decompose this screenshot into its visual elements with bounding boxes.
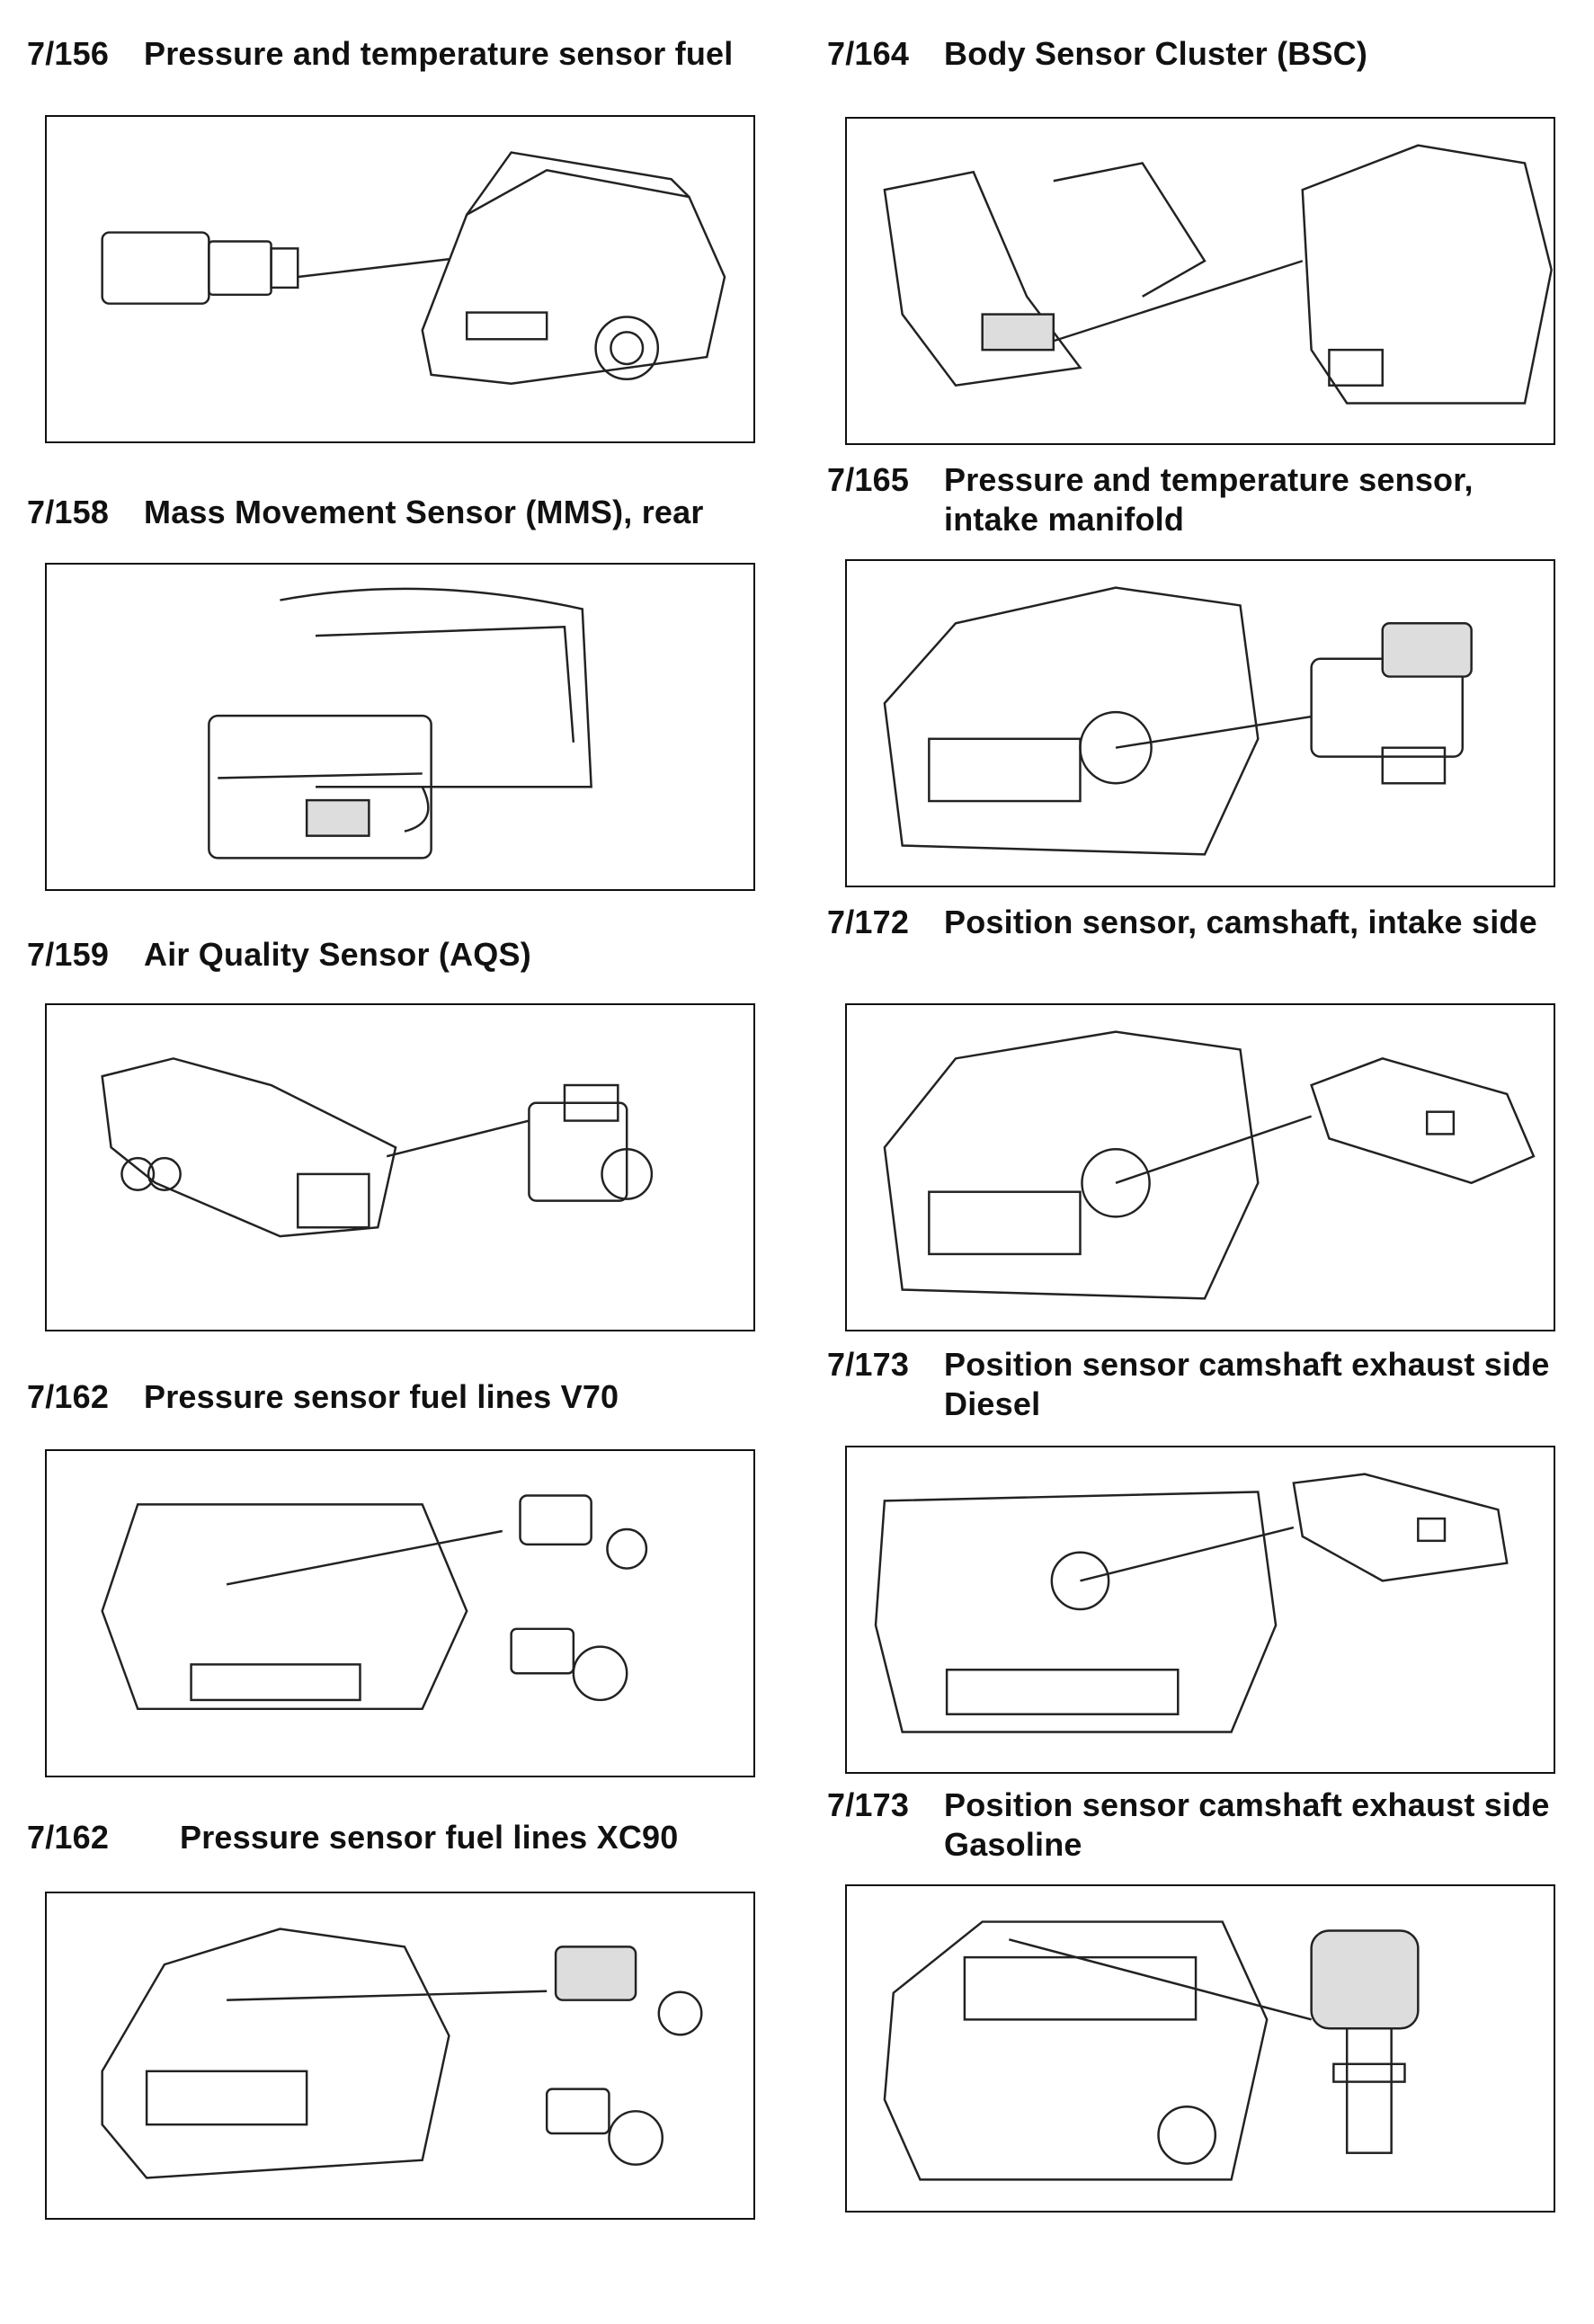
camshaft-intake-drawing: [883, 1030, 1536, 1300]
v70-drawing: [101, 1494, 648, 1711]
item-label: Position sensor camshaft exhaust side Ga…: [944, 1786, 1550, 1863]
illustration-air-quality-sensor: [45, 1003, 755, 1331]
item-code: 7/156: [27, 35, 110, 72]
illustration-fuel-line-sensor-v70: [45, 1449, 755, 1777]
xc90-drawing: [101, 1928, 703, 2179]
item-title: 7/164 Body Sensor Cluster (BSC): [827, 34, 1564, 74]
illustration-fuel-pressure-sensor: [45, 115, 755, 443]
fuel-sensor-drawing: [101, 151, 726, 385]
item-label: Mass Movement Sensor (MMS), rear: [144, 494, 704, 530]
item-code: 7/165: [827, 461, 910, 498]
item-title: 7/159 Air Quality Sensor (AQS): [27, 935, 764, 975]
item-title: 7/172 Position sensor, camshaft, intake …: [827, 903, 1564, 942]
item-code: 7/158: [27, 494, 110, 530]
item-label: Position sensor camshaft exhaust side Di…: [944, 1346, 1550, 1422]
item-code: 7/162: [27, 1378, 110, 1415]
item-title: 7/158 Mass Movement Sensor (MMS), rear: [27, 493, 764, 532]
illustration-camshaft-intake-sensor: [845, 1003, 1555, 1331]
gasoline-drawing: [883, 1920, 1420, 2181]
item-label: Pressure sensor fuel lines XC90: [180, 1819, 679, 1856]
item-label: Air Quality Sensor (AQS): [144, 936, 531, 973]
illustration-mass-movement-sensor: [45, 563, 755, 891]
diesel-drawing: [874, 1473, 1509, 1733]
item-title: 7/156 Pressure and temperature sensor fu…: [27, 34, 764, 74]
item-label: Pressure sensor fuel lines V70: [144, 1378, 619, 1415]
item-label: Body Sensor Cluster (BSC): [944, 35, 1368, 72]
item-code: 7/172: [827, 904, 910, 940]
item-code: 7/173: [827, 1786, 910, 1823]
item-code: 7/159: [27, 936, 110, 973]
item-code: 7/164: [827, 35, 910, 72]
bsc-drawing: [883, 144, 1553, 405]
illustration-intake-manifold-sensor: [845, 559, 1555, 887]
mms-drawing: [208, 587, 592, 859]
illustration-camshaft-exhaust-diesel: [845, 1446, 1555, 1774]
item-code: 7/173: [827, 1346, 910, 1383]
item-title: 7/173 Position sensor camshaft exhaust s…: [827, 1345, 1564, 1424]
aqs-drawing: [101, 1057, 654, 1238]
illustration-body-sensor-cluster: [845, 117, 1555, 445]
intake-manifold-drawing: [883, 586, 1473, 856]
item-title: 7/162 Pressure sensor fuel lines XC90: [27, 1818, 764, 1857]
item-title: 7/173 Position sensor camshaft exhaust s…: [827, 1785, 1564, 1865]
illustration-fuel-line-sensor-xc90: [45, 1892, 755, 2220]
item-label: Pressure and temperature sensor fuel: [144, 35, 734, 72]
item-title: 7/165 Pressure and temperature sensor, i…: [827, 460, 1564, 539]
item-code: 7/162: [27, 1819, 110, 1856]
illustration-camshaft-exhaust-gasoline: [845, 1884, 1555, 2213]
item-label: Pressure and temperature sensor, intake …: [944, 461, 1474, 538]
item-title: 7/162 Pressure sensor fuel lines V70: [27, 1377, 764, 1417]
item-label: Position sensor, camshaft, intake side: [944, 904, 1537, 940]
